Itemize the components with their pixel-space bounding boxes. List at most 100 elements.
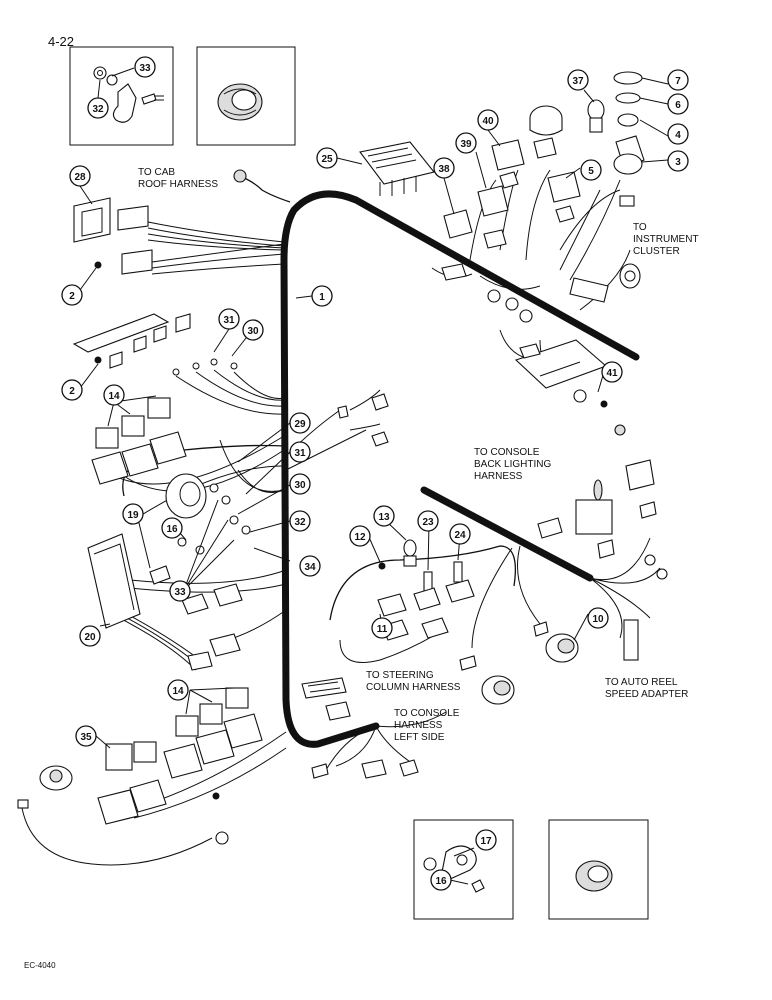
callout-34: 34 — [299, 555, 321, 577]
callout-31-upper: 31 — [218, 308, 240, 330]
callout-39: 39 — [455, 132, 477, 154]
callout-33-center: 33 — [169, 580, 191, 602]
component-fuse-block-25 — [359, 141, 435, 196]
svg-text:INSTRUMENT: INSTRUMENT — [633, 234, 699, 245]
inset-grommet-bottom — [548, 819, 649, 920]
callout-20: 20 — [79, 625, 101, 647]
inset-clip-hardware-bottom — [413, 819, 514, 920]
component-solenoid-16-area — [149, 473, 251, 585]
note-to-instrument-cluster: TO INSTRUMENT CLUSTER — [633, 222, 699, 257]
svg-text:5: 5 — [588, 166, 594, 177]
component-relay-bar-31-30 — [72, 313, 238, 376]
note-to-console-back-lighting: TO CONSOLE BACK LIGHTING HARNESS — [474, 447, 551, 482]
note-to-auto-reel: TO AUTO REEL SPEED ADAPTER — [605, 677, 688, 700]
note-to-steering-column: TO STEERING COLUMN HARNESS — [366, 670, 461, 693]
callout-38: 38 — [433, 157, 455, 179]
callout-40: 40 — [477, 109, 499, 131]
component-bracket-28 — [73, 197, 153, 275]
svg-text:COLUMN HARNESS: COLUMN HARNESS — [366, 682, 461, 693]
callout-32-center: 32 — [289, 510, 311, 532]
callout-35: 35 — [75, 725, 97, 747]
callouts: 33 32 28 2 2 14 31 30 1 25 38 39 40 37 7… — [61, 56, 689, 891]
main-harness-trunk — [233, 169, 640, 748]
svg-text:1: 1 — [319, 292, 325, 303]
svg-text:TO CONSOLE: TO CONSOLE — [394, 708, 460, 719]
component-lamps-12-13-23-24 — [377, 539, 475, 641]
component-rotary-switch-37 — [529, 99, 605, 136]
svg-text:7: 7 — [675, 76, 681, 87]
svg-text:17: 17 — [480, 836, 492, 847]
callout-37: 37 — [567, 69, 589, 91]
callout-23: 23 — [417, 510, 439, 532]
svg-text:38: 38 — [438, 164, 450, 175]
svg-text:TO AUTO REEL: TO AUTO REEL — [605, 677, 678, 688]
svg-text:33: 33 — [174, 587, 186, 598]
component-center-wiring-29 — [337, 393, 389, 447]
component-key-switch-3-7 — [613, 71, 645, 207]
svg-text:16: 16 — [166, 524, 178, 535]
component-instrument-connectors — [569, 263, 641, 303]
inset-clip-hardware-top — [69, 46, 174, 146]
svg-text:19: 19 — [127, 510, 139, 521]
svg-text:28: 28 — [74, 172, 86, 183]
svg-text:ROOF HARNESS: ROOF HARNESS — [138, 179, 218, 190]
callout-31-center: 31 — [289, 441, 311, 463]
callout-3: 3 — [667, 150, 689, 172]
callout-7: 7 — [667, 69, 689, 91]
svg-text:3: 3 — [675, 157, 681, 168]
svg-text:TO STEERING: TO STEERING — [366, 670, 434, 681]
drawing-code: EC-4040 — [24, 961, 56, 970]
component-relay-35 — [97, 741, 220, 825]
callout-5: 5 — [580, 159, 602, 181]
callout-30-upper: 30 — [242, 319, 264, 341]
svg-text:25: 25 — [321, 154, 333, 165]
callout-29: 29 — [289, 412, 311, 434]
svg-text:37: 37 — [572, 76, 584, 87]
svg-text:23: 23 — [422, 517, 434, 528]
svg-text:2: 2 — [69, 291, 75, 302]
svg-text:31: 31 — [294, 448, 306, 459]
callout-2-upper: 2 — [61, 284, 83, 306]
svg-text:41: 41 — [606, 368, 618, 379]
svg-text:6: 6 — [675, 100, 681, 111]
svg-text:10: 10 — [592, 614, 604, 625]
callout-19: 19 — [122, 503, 144, 525]
callout-41: 41 — [601, 361, 623, 383]
svg-text:TO CAB: TO CAB — [138, 167, 175, 178]
callout-1: 1 — [311, 285, 333, 307]
svg-text:29: 29 — [294, 419, 306, 430]
svg-text:24: 24 — [454, 530, 466, 541]
callout-16-bottom: 16 — [430, 869, 452, 891]
callout-4: 4 — [667, 123, 689, 145]
svg-text:HARNESS: HARNESS — [474, 471, 523, 482]
callout-17: 17 — [475, 829, 497, 851]
note-to-console-left-side: TO CONSOLE HARNESS LEFT SIDE — [394, 708, 460, 743]
svg-text:TO CONSOLE: TO CONSOLE — [474, 447, 540, 458]
svg-text:HARNESS: HARNESS — [394, 720, 443, 731]
callout-2-lower: 2 — [61, 379, 83, 401]
component-console-left-plugs — [301, 677, 419, 779]
component-bracket-41 — [514, 339, 626, 436]
callout-25: 25 — [316, 147, 338, 169]
svg-text:11: 11 — [377, 624, 388, 635]
svg-text:30: 30 — [247, 326, 259, 337]
svg-text:20: 20 — [84, 632, 96, 643]
svg-text:34: 34 — [304, 562, 316, 573]
svg-text:40: 40 — [482, 116, 494, 127]
component-relays-14-upper — [91, 397, 187, 485]
component-switches-38-39-40 — [441, 137, 581, 323]
component-flasher-base — [17, 765, 229, 845]
note-to-cab-roof-harness: TO CAB ROOF HARNESS — [138, 167, 218, 190]
callout-32-top: 32 — [87, 97, 109, 119]
svg-text:32: 32 — [294, 517, 306, 528]
svg-text:13: 13 — [378, 512, 390, 523]
svg-text:32: 32 — [92, 104, 104, 115]
callout-13: 13 — [373, 505, 395, 527]
callout-11: 11 — [371, 617, 393, 639]
svg-text:12: 12 — [354, 532, 366, 543]
callout-16-center: 16 — [161, 517, 183, 539]
svg-text:31: 31 — [223, 315, 235, 326]
svg-text:30: 30 — [294, 480, 306, 491]
svg-text:14: 14 — [108, 391, 120, 402]
